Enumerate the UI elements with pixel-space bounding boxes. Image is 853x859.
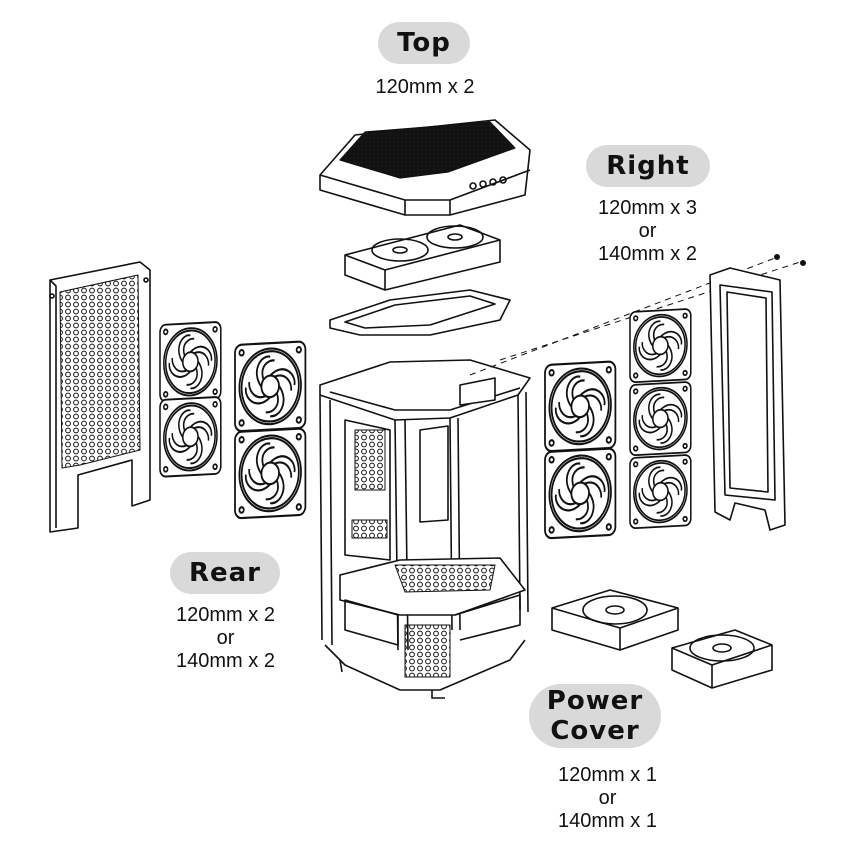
- top-label: Top: [378, 22, 470, 64]
- rear-label: Rear: [170, 552, 280, 594]
- right-spec-line: 120mm x 3: [598, 197, 697, 219]
- top-cover: [319, 119, 531, 216]
- power-cover-spec-or: or: [598, 787, 617, 809]
- chassis: [319, 359, 531, 699]
- power-cover-label-line1: Power: [546, 686, 644, 716]
- power-cover-fan-120: [551, 589, 679, 651]
- top-spec-line: 120mm x 2: [375, 76, 475, 98]
- rear-spec-line: 120mm x 2: [176, 604, 275, 626]
- right-fans-140: [543, 360, 617, 540]
- right-spec: 120mm x 3 or 140mm x 2: [565, 197, 730, 266]
- right-spec-line: 140mm x 2: [598, 243, 697, 265]
- top-bracket: [329, 289, 511, 336]
- power-cover-label: Power Cover: [529, 684, 661, 748]
- rear-fans-140: [233, 340, 307, 520]
- top-fans: [344, 224, 501, 291]
- power-cover-label-line2: Cover: [550, 716, 640, 746]
- power-cover-fan-140: [671, 629, 773, 689]
- top-spec: 120mm x 2: [345, 76, 505, 99]
- right-side-panel: [709, 267, 786, 531]
- right-fans-120: [629, 307, 692, 530]
- screws: [773, 254, 806, 266]
- power-cover-spec-line: 140mm x 1: [558, 810, 657, 832]
- rear-spec: 120mm x 2 or 140mm x 2: [143, 604, 308, 673]
- rear-panel: [49, 261, 151, 533]
- rear-spec-line: 140mm x 2: [176, 650, 275, 672]
- right-label: Right: [586, 145, 710, 187]
- right-spec-or: or: [638, 220, 657, 242]
- power-cover-spec-line: 120mm x 1: [558, 764, 657, 786]
- power-cover-spec: 120mm x 1 or 140mm x 1: [525, 764, 690, 833]
- rear-spec-or: or: [216, 627, 235, 649]
- rear-fans-120: [159, 320, 222, 478]
